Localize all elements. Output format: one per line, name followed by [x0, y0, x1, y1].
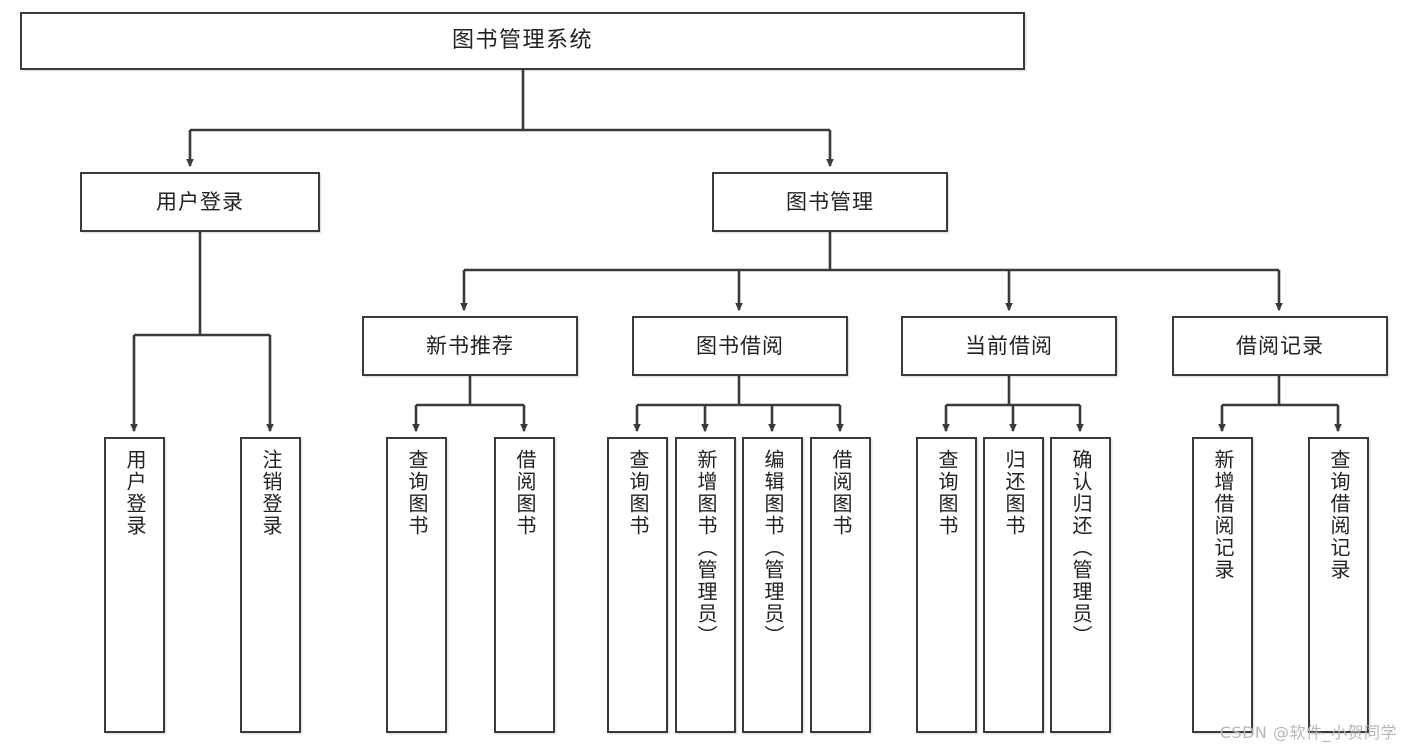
- watermark: CSDN @软件_小贺同学: [1219, 723, 1397, 742]
- node-new-book-recommendation[interactable]: 新书推荐: [362, 316, 578, 376]
- leaf-currentborrow-confirm-return-admin[interactable]: 确认归还（管理员）: [1050, 437, 1111, 733]
- leaf-borrowrecord-add-record[interactable]: 新增借阅记录: [1192, 437, 1253, 733]
- leaf-bookborrow-borrow-books[interactable]: 借阅图书: [810, 437, 871, 733]
- node-label: 查询图书: [405, 449, 429, 537]
- node-label: 查询图书: [935, 449, 959, 537]
- leaf-bookborrow-query-books[interactable]: 查询图书: [607, 437, 668, 733]
- leaf-bookborrow-add-book-admin[interactable]: 新增图书（管理员）: [675, 437, 736, 733]
- leaf-bookborrow-edit-book-admin[interactable]: 编辑图书（管理员）: [742, 437, 803, 733]
- node-book-borrowing[interactable]: 图书借阅: [632, 316, 848, 376]
- leaf-currentborrow-query-books[interactable]: 查询图书: [916, 437, 977, 733]
- node-current-borrowing[interactable]: 当前借阅: [901, 316, 1117, 376]
- node-label: 归还图书: [1002, 449, 1026, 537]
- node-label: 查询图书: [626, 449, 650, 537]
- node-label: 新书推荐: [426, 333, 514, 358]
- node-borrowing-records[interactable]: 借阅记录: [1172, 316, 1388, 376]
- node-label: 用户登录: [156, 189, 244, 214]
- node-label: 用户登录: [123, 449, 147, 537]
- node-label: 图书管理: [786, 189, 874, 214]
- leaf-user-login[interactable]: 用户登录: [104, 437, 165, 733]
- node-label: 图书借阅: [696, 333, 784, 358]
- leaf-currentborrow-return-books[interactable]: 归还图书: [983, 437, 1044, 733]
- node-label: 当前借阅: [965, 333, 1053, 358]
- node-label: 新增图书（管理员）: [694, 449, 718, 647]
- leaf-newbook-query-books[interactable]: 查询图书: [386, 437, 447, 733]
- leaf-logout[interactable]: 注销登录: [240, 437, 301, 733]
- node-book-management[interactable]: 图书管理: [712, 172, 948, 232]
- leaf-borrowrecord-query-record[interactable]: 查询借阅记录: [1308, 437, 1369, 733]
- node-label: 图书管理系统: [451, 28, 593, 54]
- node-label: 借阅图书: [513, 449, 537, 537]
- node-label: 注销登录: [259, 449, 283, 537]
- node-label: 查询借阅记录: [1327, 449, 1351, 581]
- leaf-newbook-borrow-books[interactable]: 借阅图书: [494, 437, 555, 733]
- node-label: 新增借阅记录: [1211, 449, 1235, 581]
- node-label: 编辑图书（管理员）: [761, 449, 785, 647]
- node-label: 确认归还（管理员）: [1069, 449, 1093, 647]
- node-user-login[interactable]: 用户登录: [80, 172, 320, 232]
- node-label: 借阅图书: [829, 449, 853, 537]
- node-label: 借阅记录: [1236, 333, 1324, 358]
- node-root-book-management-system[interactable]: 图书管理系统: [20, 12, 1025, 70]
